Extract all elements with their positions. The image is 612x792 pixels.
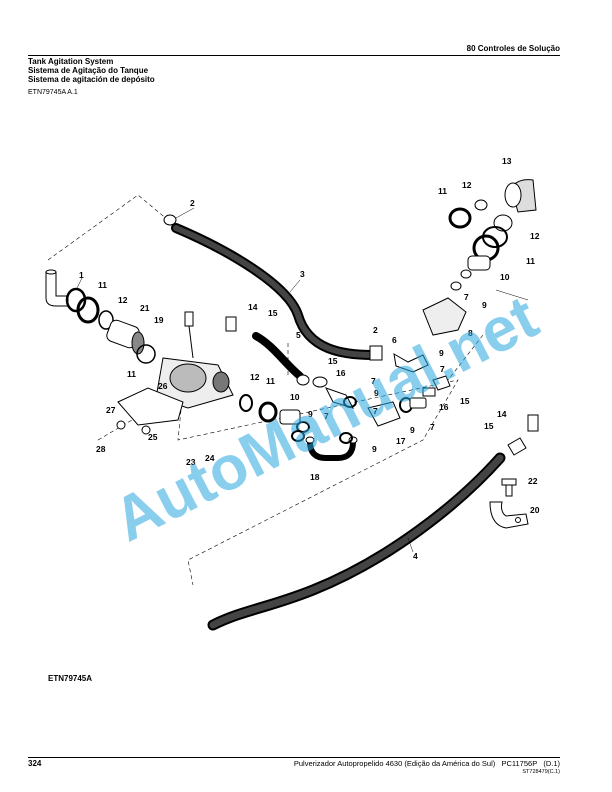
callout-numbers: 1 2 2 3 4 5 6 7 7 7 7 7 7 8 9 9 9 9 9 9 … — [79, 156, 540, 561]
callout-12-right: 12 — [530, 231, 540, 241]
hose-3 — [171, 223, 378, 360]
callout-9-d: 9 — [308, 409, 313, 419]
callout-9-f: 9 — [410, 425, 415, 435]
callout-7-a: 7 — [464, 292, 469, 302]
figure-label: ETN79745A — [48, 674, 93, 683]
footer-rule — [28, 757, 560, 758]
callout-16-a: 16 — [336, 368, 346, 378]
callout-8: 8 — [468, 328, 473, 338]
callout-27: 27 — [106, 405, 116, 415]
title-english: Tank Agitation System — [28, 57, 114, 66]
callout-11-pump: 11 — [127, 369, 136, 379]
callout-21: 21 — [140, 303, 150, 313]
callout-9-a: 9 — [482, 300, 487, 310]
callout-11-right: 11 — [526, 256, 535, 266]
page-number: 324 — [28, 759, 42, 768]
callout-15-a: 15 — [268, 308, 278, 318]
reference-code: ETN79745A A.1 — [28, 89, 78, 96]
callout-22: 22 — [528, 476, 538, 486]
callout-7-d: 7 — [373, 406, 378, 416]
callout-25: 25 — [148, 432, 158, 442]
hose-5 — [252, 332, 304, 380]
callout-17: 17 — [396, 436, 406, 446]
callout-4: 4 — [413, 551, 418, 561]
callout-15-c: 15 — [460, 396, 470, 406]
callout-11-top-right: 11 — [438, 186, 447, 196]
callout-28: 28 — [96, 444, 106, 454]
callout-3: 3 — [300, 269, 305, 279]
callout-9-b: 9 — [439, 348, 444, 358]
callout-12-center: 12 — [250, 372, 260, 382]
section-header: 80 Controles de Solução — [466, 44, 560, 53]
callout-11-center: 11 — [266, 376, 275, 386]
callout-14-left: 14 — [248, 302, 258, 312]
callout-9-c: 9 — [374, 388, 379, 398]
callout-16-b: 16 — [439, 402, 449, 412]
callout-7-c: 7 — [324, 411, 329, 421]
callout-18: 18 — [310, 472, 320, 482]
hose-4 — [207, 452, 506, 631]
callout-1: 1 — [79, 270, 84, 280]
callout-13: 13 — [502, 156, 512, 166]
callout-11-left: 11 — [98, 280, 107, 290]
callout-5: 5 — [296, 330, 301, 340]
callout-15-b: 15 — [328, 356, 338, 366]
callout-12-top: 12 — [462, 180, 472, 190]
callout-24: 24 — [205, 453, 215, 463]
parts-diagram: 1 2 2 3 4 5 6 7 7 7 7 7 7 8 9 9 9 9 9 9 … — [45, 156, 549, 631]
callout-7-f: 7 — [440, 364, 445, 374]
callout-12-left: 12 — [118, 295, 128, 305]
callout-7-b: 7 — [371, 376, 376, 386]
callout-9-e: 9 — [372, 444, 377, 454]
callout-10-center: 10 — [290, 392, 300, 402]
callout-10-right: 10 — [500, 272, 510, 282]
header-rule — [28, 55, 560, 56]
title-spanish: Sistema de agitación de depósito — [28, 75, 155, 84]
callout-26: 26 — [158, 381, 168, 391]
leader-lines — [75, 207, 529, 553]
callout-14-right: 14 — [497, 409, 507, 419]
fittings — [45, 179, 539, 529]
title-portuguese: Sistema de Agitação do Tanque — [28, 66, 149, 75]
callout-7-e: 7 — [430, 422, 435, 432]
callout-20: 20 — [530, 505, 540, 515]
callout-2-top: 2 — [190, 198, 195, 208]
footer-code: ST728479(C.1) — [522, 769, 560, 775]
callout-23: 23 — [186, 457, 196, 467]
callout-2-mid: 2 — [373, 325, 378, 335]
callout-19: 19 — [154, 315, 164, 325]
callout-6: 6 — [392, 335, 397, 345]
callout-15-d: 15 — [484, 421, 494, 431]
footer-title: Pulverizador Autopropelido 4630 (Edição … — [293, 759, 560, 768]
